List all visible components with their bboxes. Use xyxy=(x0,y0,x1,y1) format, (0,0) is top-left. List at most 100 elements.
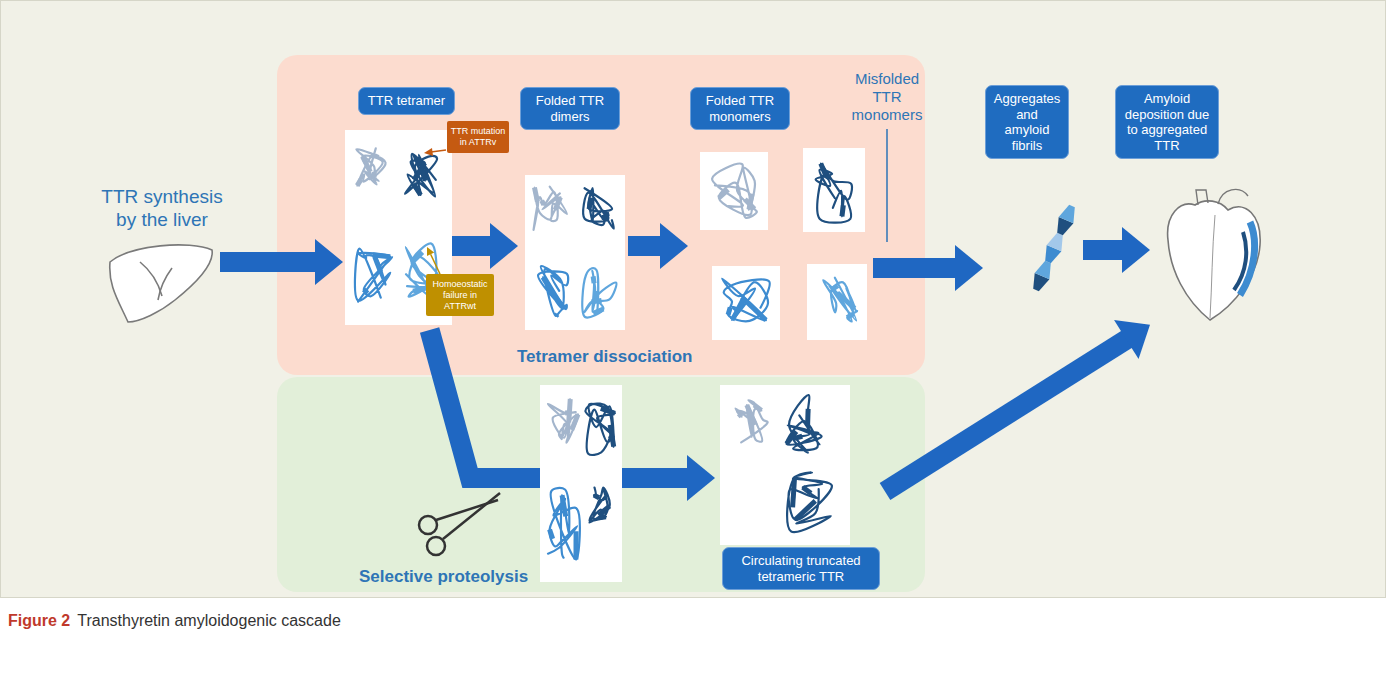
protein-ribbon xyxy=(355,249,392,302)
protein-ribbon xyxy=(405,154,437,197)
protein-ribbon xyxy=(355,249,392,302)
heart-drawing xyxy=(1218,189,1248,204)
arrow-head xyxy=(1122,227,1150,273)
protein-ribbon xyxy=(719,190,728,198)
image-panel xyxy=(803,148,865,232)
protein-ribbon xyxy=(749,194,752,210)
protein-ribbon xyxy=(842,205,843,216)
flow-arrow xyxy=(1083,227,1150,273)
liver-drawing xyxy=(140,262,162,296)
callout-pointer xyxy=(431,254,440,274)
protein-ribbon xyxy=(735,400,767,442)
protein-ribbon xyxy=(585,404,615,455)
scissors-symbol xyxy=(427,537,445,555)
label-holder: TTR synthesis by the liver xyxy=(92,186,232,232)
protein-ribbon xyxy=(803,487,811,493)
image-panel xyxy=(540,385,622,582)
protein-ribbon xyxy=(569,399,571,422)
amyloid-fibril xyxy=(1045,245,1061,263)
protein-ribbon xyxy=(538,266,568,316)
protein-ribbon xyxy=(610,435,613,439)
callout-box: Homoeostatic failure in ATTRwt xyxy=(426,274,494,316)
protein-ribbon xyxy=(362,156,370,171)
protein-ribbon xyxy=(823,278,857,322)
scissors-symbol xyxy=(443,493,500,539)
protein-ribbon xyxy=(722,278,770,321)
protein-ribbon xyxy=(722,278,770,321)
annotation-label: Misfolded TTR monomers xyxy=(847,70,927,124)
arrow-head xyxy=(687,455,715,501)
heart-drawing xyxy=(1234,232,1246,290)
protein-ribbon xyxy=(594,495,599,498)
source-label: TTR synthesis by the liver xyxy=(92,186,232,232)
protein-ribbon xyxy=(364,289,368,293)
amyloid-fibril xyxy=(1047,233,1063,251)
arrow-head xyxy=(955,245,983,291)
protein-ribbon xyxy=(589,198,591,209)
scissors-symbol xyxy=(419,516,437,534)
protein-ribbon xyxy=(823,278,857,322)
protein-ribbon xyxy=(787,431,797,443)
stage-box: Folded TTR monomers xyxy=(690,87,790,130)
arrow-shaft xyxy=(452,236,492,256)
stage-band: Selective proteolysisCirculating truncat… xyxy=(277,377,925,592)
synthesis-arrow xyxy=(220,239,343,285)
label-holder: Figure 2 xyxy=(8,611,70,630)
protein-ribbon xyxy=(555,197,560,210)
heart-drawing xyxy=(1168,189,1261,320)
liver-drawing xyxy=(110,245,212,322)
protein-ribbon xyxy=(606,212,607,216)
protein-ribbon xyxy=(375,257,381,272)
protein-ribbon xyxy=(747,405,755,425)
protein-ribbon xyxy=(372,172,377,178)
arrow-shaft xyxy=(1083,240,1124,260)
protein-ribbon xyxy=(534,187,537,201)
image-panel xyxy=(525,175,625,330)
arrow-shaft xyxy=(885,338,1128,491)
protein-ribbon xyxy=(550,290,564,309)
image-panel xyxy=(712,266,780,340)
flow-arrow xyxy=(452,223,518,269)
callout-pointer xyxy=(424,148,446,274)
protein-ribbon xyxy=(582,268,616,317)
protein-ribbon xyxy=(599,514,606,520)
protein-ribbon xyxy=(542,201,544,205)
protein-ribbon xyxy=(832,286,838,290)
heart-drawing xyxy=(1196,190,1208,205)
protein-ribbon xyxy=(548,399,578,443)
label-holder: Misfolded TTR monomers xyxy=(847,70,927,124)
protein-ribbon xyxy=(735,400,767,442)
protein-ribbon xyxy=(583,188,614,229)
protein-ribbon xyxy=(565,410,571,415)
protein-ribbon xyxy=(357,179,361,185)
protein-ribbon xyxy=(610,425,614,447)
protein-ribbon xyxy=(538,266,568,316)
stage-column: Folded TTR monomers xyxy=(688,85,873,345)
callout-pointer xyxy=(427,247,434,256)
callout-pointer xyxy=(424,148,433,156)
protein-ribbon xyxy=(712,164,757,218)
protein-ribbon xyxy=(356,148,385,185)
protein-ribbon xyxy=(601,408,615,413)
protein-ribbon xyxy=(534,187,567,230)
protein-ribbon xyxy=(805,409,811,426)
liver-drawing xyxy=(158,268,172,300)
flow-arrow xyxy=(873,245,983,291)
protein-ribbon xyxy=(534,187,567,230)
protein-ribbon xyxy=(548,488,580,559)
protein-ribbon xyxy=(754,405,761,411)
protein-ribbon xyxy=(589,488,609,523)
protein-ribbon xyxy=(550,530,553,539)
stage-column: Circulating truncated tetrameric TTR xyxy=(715,383,885,590)
protein-ribbon xyxy=(821,164,826,176)
arrow-head xyxy=(660,223,688,269)
protein-ribbon xyxy=(414,163,425,180)
amyloid-fibril xyxy=(1059,205,1075,223)
stage-band: Tetramer dissociationTTR tetramerTTR mut… xyxy=(277,55,925,375)
protein-ribbon xyxy=(787,472,832,532)
callout-pointer xyxy=(431,150,446,152)
image-panel xyxy=(345,130,867,582)
protein-ribbon xyxy=(745,199,754,209)
stage-box: Circulating truncated tetrameric TTR xyxy=(722,547,880,590)
caption-holder: Transthyretin amyloidogenic cascade xyxy=(77,611,341,630)
